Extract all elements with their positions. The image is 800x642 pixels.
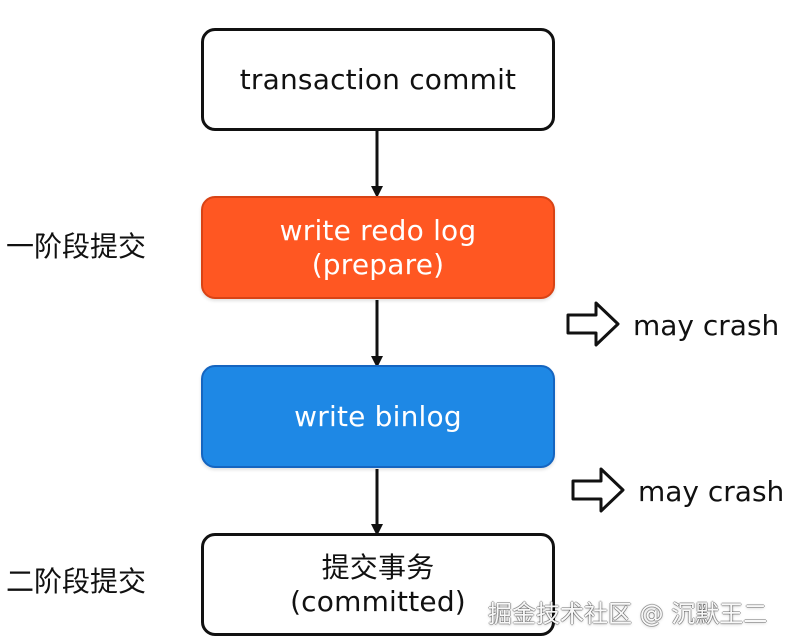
crash-note-after-redo: may crash [565, 296, 779, 356]
phase-one-label: 一阶段提交 [6, 230, 147, 263]
crash-note-after-binlog: may crash [570, 462, 784, 522]
write-binlog-label: write binlog [294, 399, 462, 433]
write-binlog-box: write binlog [201, 365, 555, 468]
write-redo-log-box: write redo log (prepare) [201, 196, 555, 299]
write-redo-log-label: write redo log [279, 214, 477, 248]
committed-label: (committed) [290, 584, 466, 618]
outline-right-arrow-icon [565, 296, 621, 356]
transaction-commit-box: transaction commit [201, 28, 555, 131]
transaction-commit-label: transaction commit [239, 62, 517, 96]
may-crash-label: may crash [633, 309, 780, 342]
outline-right-arrow-icon [570, 462, 626, 522]
commit-transaction-chinese-label: 提交事务 [321, 551, 435, 585]
may-crash-label: may crash [638, 475, 785, 508]
source-watermark: 掘金技术社区 @ 沉默王二 [488, 600, 768, 628]
committed-box: 提交事务 (committed) [201, 533, 555, 636]
prepare-label: (prepare) [311, 247, 445, 281]
phase-two-label: 二阶段提交 [6, 565, 147, 598]
